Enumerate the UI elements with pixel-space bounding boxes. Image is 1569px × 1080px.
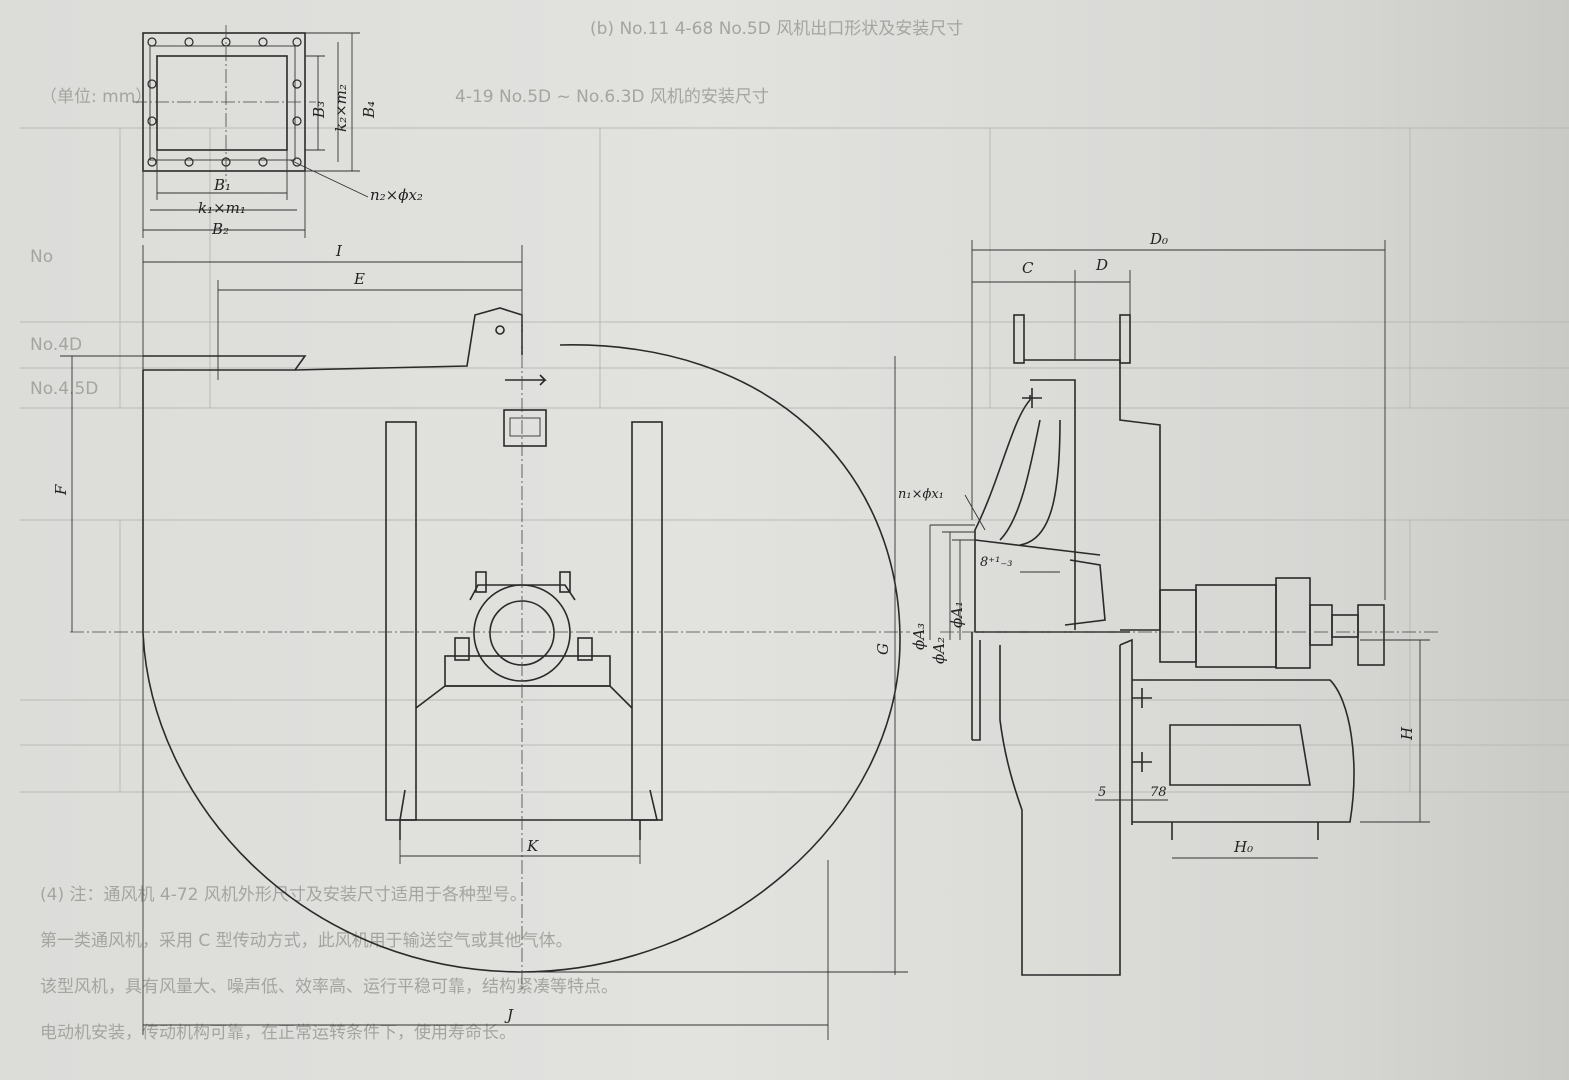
dim-a3-label: ϕA₃ <box>910 623 928 650</box>
front-view <box>60 245 910 1040</box>
dim-b3-label: B₃ <box>310 101 328 119</box>
dim-k2m2-label: k₂×m₂ <box>332 84 350 132</box>
dim-h0-label: H₀ <box>1233 838 1253 856</box>
flange-bolt-holes <box>147 37 302 167</box>
ghost-row-label: No <box>30 247 53 267</box>
tolerance-label: 8⁺¹₋₃ <box>980 555 1012 570</box>
dim-b1-label: B₁ <box>213 176 231 194</box>
ghost-top-caption: (b) No.11 4-68 No.5D 风机出口形状及安装尺寸 <box>590 19 963 39</box>
flange-holes-label: n₂×ϕx₂ <box>370 186 423 204</box>
dim-b2-label: B₂ <box>211 220 229 238</box>
dim-a2-label: ϕA₂ <box>930 637 948 664</box>
dim-78-label: 78 <box>1150 785 1167 800</box>
side-view <box>929 240 1440 976</box>
dim-c-label: C <box>1022 259 1034 277</box>
ghost-footer-line: (4) 注：通风机 4-72 风机外形尺寸及安装尺寸适用于各种型号。 <box>40 885 527 905</box>
ghost-row-label: No.4D <box>30 335 82 355</box>
ghost-footer-line: 该型风机，具有风量大、噪声低、效率高、运行平稳可靠，结构紧凑等特点。 <box>40 977 618 997</box>
ghost-unit-label: （单位: mm） <box>40 87 152 107</box>
dim-h-label: H <box>1398 726 1416 741</box>
dim-d0-label: D₀ <box>1149 230 1168 248</box>
background-table <box>20 127 1569 793</box>
dim-a1-label: ϕA₁ <box>948 601 966 628</box>
dim-j-label: J <box>504 1006 514 1024</box>
ghost-row-label: No.4.5D <box>30 379 98 399</box>
dim-k1m1-label: k₁×m₁ <box>198 199 246 217</box>
ghost-table-caption: 4-19 No.5D ~ No.6.3D 风机的安装尺寸 <box>455 87 769 107</box>
dim-g-label: G <box>874 643 892 655</box>
dim-i-label: I <box>335 242 343 260</box>
ghost-footer-line: 电动机安装，传动机构可靠，在正常运转条件下，使用寿命长。 <box>40 1022 516 1043</box>
dim-d-label: D <box>1095 256 1108 274</box>
ghost-footer-line: 第一类通风机，采用 C 型传动方式，此风机用于输送空气或其他气体。 <box>40 931 573 951</box>
dim-k-label: K <box>526 837 539 855</box>
dim-b4-label: B₄ <box>360 101 378 119</box>
inlet-holes-label: n₁×ϕx₁ <box>898 487 944 502</box>
outlet-flange-detail <box>133 25 369 238</box>
dim-5-label: 5 <box>1098 785 1106 800</box>
dim-e-label: E <box>353 270 365 288</box>
dim-f-label: F <box>52 484 70 496</box>
